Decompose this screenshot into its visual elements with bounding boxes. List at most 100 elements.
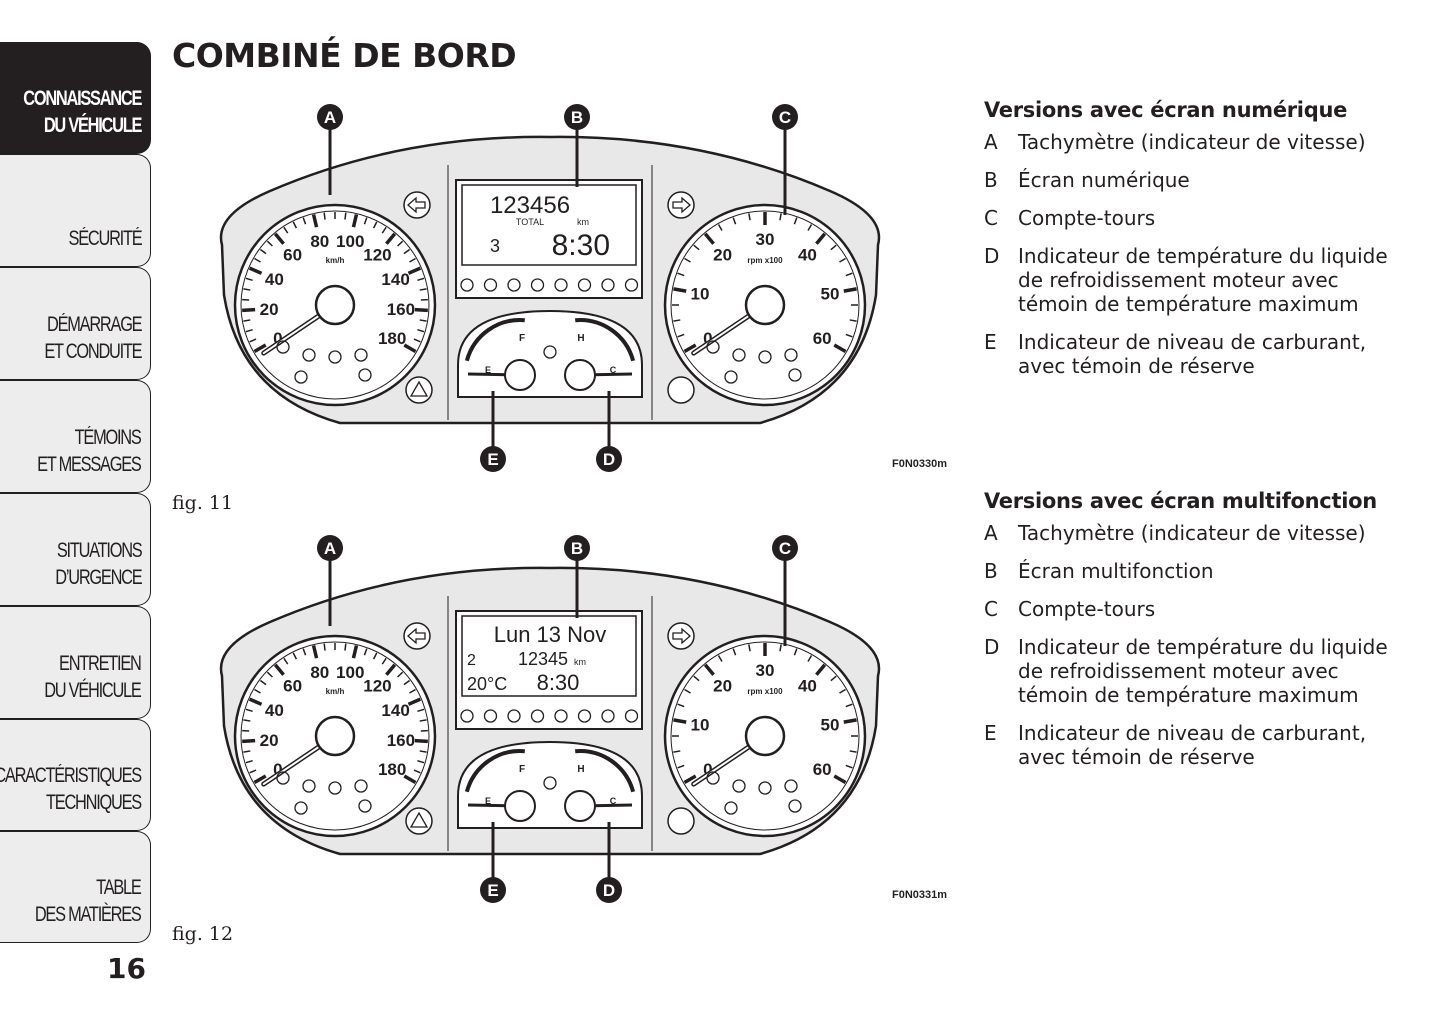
speedometer-tick	[248, 266, 263, 275]
tachometer-tick	[693, 675, 700, 682]
tab-situations-d-urgence[interactable]: SITUATIONS D’URGENCE	[0, 493, 151, 606]
speedometer-tick	[419, 719, 427, 722]
warning-light-icon	[483, 278, 498, 292]
speedometer-tick-label: 0	[273, 329, 282, 348]
speedometer-tick	[413, 338, 421, 343]
speedometer-tick	[419, 288, 427, 291]
warning-icon	[732, 779, 746, 793]
speedometer-tick-label: 80	[310, 663, 329, 682]
callout-letter: E	[487, 450, 498, 469]
fuel-empty-mark: E	[485, 365, 491, 375]
speedometer-tick	[403, 248, 411, 255]
warning-icon	[706, 771, 720, 785]
speedometer-tick	[245, 708, 253, 713]
legend-text: Écran numérique	[1018, 168, 1190, 192]
speedometer-tick	[266, 240, 273, 247]
odometer-readout: 123456	[490, 192, 570, 219]
speedometer-tick-label: 140	[381, 701, 409, 720]
speedometer-tick-label: 120	[363, 245, 391, 264]
speedometer-tick	[413, 769, 421, 774]
tab-label: TABLE DES MATIÈRES	[35, 876, 142, 926]
legend-key: C	[984, 597, 998, 621]
tachometer-tick	[683, 343, 697, 354]
callout-letter: C	[779, 539, 791, 558]
gear-readout: 3	[490, 236, 500, 256]
fuel-arc	[464, 318, 525, 362]
warning-icon	[724, 801, 738, 815]
tachometer-tick	[717, 655, 723, 662]
warning-light-icon	[530, 709, 545, 723]
tachometer-tick-label: 50	[821, 285, 840, 304]
tachometer-tick-label: 60	[813, 760, 832, 779]
tachometer-tick	[833, 343, 847, 354]
temp-arc	[575, 318, 636, 362]
turn-right-arrow	[672, 196, 691, 214]
km-unit: km	[577, 217, 589, 227]
speedometer-tick-label: 160	[387, 731, 415, 750]
warning-icon	[724, 370, 738, 384]
tachometer-tick	[830, 244, 837, 251]
speedometer-tick	[351, 214, 359, 228]
speedometer-tick	[417, 277, 425, 282]
speedometer-tick	[344, 212, 347, 220]
tachometer-tick	[779, 213, 782, 221]
warning-light-icon	[577, 709, 592, 723]
tab-securite[interactable]: SÉCURITÉ	[0, 154, 151, 267]
legend-heading: Versions avec écran multifonction	[984, 489, 1377, 513]
tachometer-tick	[703, 663, 715, 676]
speedometer-tick-label: 180	[378, 760, 406, 779]
speedometer-tick	[245, 759, 253, 764]
callout-letter: E	[487, 881, 498, 900]
tachometer-tick	[807, 655, 813, 662]
warning-light-icon	[624, 278, 639, 292]
warning-icon	[784, 348, 798, 362]
tachometer-tick-label: 60	[813, 329, 832, 348]
tachometer-tick	[839, 257, 846, 263]
speedometer-tick	[372, 652, 378, 660]
subgauge-panel	[457, 309, 643, 398]
tab-entretien-du-vehicule[interactable]: ENTRETIEN DU VÉHICULE	[0, 606, 151, 719]
turn-left-arrow	[407, 627, 426, 645]
speedometer-tick	[311, 214, 319, 228]
warning-icon	[276, 771, 290, 785]
warning-icon	[758, 781, 772, 795]
callout-letter: C	[779, 108, 791, 127]
legend-text: Indicateur de température du liquide de …	[1018, 244, 1388, 316]
tachometer-tick	[673, 718, 687, 724]
speedometer-tick	[259, 679, 267, 686]
speedometer-tick	[419, 319, 427, 322]
display-screen	[461, 615, 637, 697]
tachometer-tick	[717, 224, 723, 231]
turn-left-arrow	[407, 196, 426, 214]
turn-right-icon	[667, 622, 695, 650]
tab-temoins-et-messages[interactable]: TÉMOINS ET MESSAGES	[0, 380, 151, 493]
warning-light-icon	[507, 278, 521, 292]
tab-demarrage-et-conduite[interactable]: DÉMARRAGE ET CONDUITE	[0, 267, 151, 380]
warning-light-icon	[624, 709, 639, 723]
tab-table-des-matieres[interactable]: TABLE DES MATIÈRES	[0, 831, 151, 943]
tachometer-tick-label: 30	[756, 230, 775, 249]
speedometer-tick-label: 20	[260, 731, 279, 750]
tachometer-tick	[815, 663, 827, 676]
hazard-triangle	[409, 811, 429, 828]
tachometer-tick-label: 0	[703, 329, 712, 348]
clock-readout: 8:30	[537, 670, 580, 695]
speedometer-tick	[403, 774, 417, 785]
tachometer-tick	[732, 217, 737, 225]
speedometer-tick	[363, 648, 368, 656]
tachometer-hub	[744, 715, 786, 757]
tachometer-tick-label: 50	[821, 716, 840, 735]
tab-connaissance-du-vehicule[interactable]: CONNAISSANCE DU VÉHICULE	[0, 42, 151, 154]
callout-letter: B	[571, 539, 583, 558]
speedometer-tick-label: 40	[265, 701, 284, 720]
tachometer-unit-label: rpm x100	[747, 687, 783, 696]
tachometer-tick	[684, 257, 691, 263]
tab-caracteristiques-techniques[interactable]: CARACTÉRISTIQUES TECHNIQUES	[0, 719, 151, 831]
